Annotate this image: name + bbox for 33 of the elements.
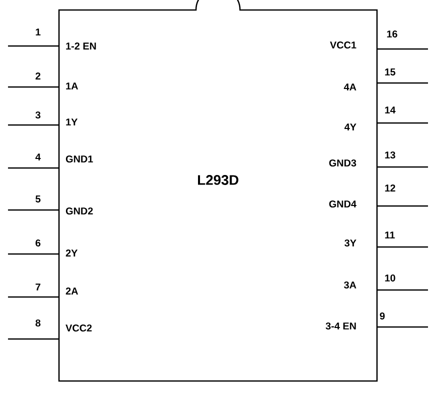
- pin-number: 1: [36, 28, 40, 36]
- pin-number: 8: [36, 319, 40, 327]
- pin-name: 1-2 EN: [66, 42, 96, 50]
- pin-name: 2A: [66, 288, 78, 294]
- pin-name: 1A: [66, 82, 78, 90]
- pin-name: 3-4 EN: [326, 322, 356, 330]
- pin-name: VCC2: [66, 324, 92, 332]
- pin-number: 12: [385, 184, 396, 192]
- pin-number: 10: [385, 274, 396, 282]
- pin-name: 4A: [344, 84, 356, 90]
- pin-name: VCC1: [330, 41, 356, 49]
- pin-number: 2: [36, 72, 40, 80]
- pin-name: GND3: [329, 159, 356, 167]
- pin-number: 4: [35, 154, 41, 160]
- pin-name: 1Y: [66, 118, 78, 126]
- pin-number: 14: [385, 106, 396, 114]
- pin-number: 13: [385, 151, 396, 159]
- pin-number: 11: [385, 232, 395, 238]
- pin-number: 3: [35, 111, 40, 119]
- pin-name: GND1: [66, 155, 93, 163]
- pin-name: GND2: [66, 207, 93, 215]
- pin-name: 2Y: [66, 250, 78, 256]
- pin-number: 5: [36, 196, 40, 202]
- pin-name: 3Y: [344, 239, 356, 247]
- pin-name: 4Y: [344, 124, 356, 130]
- pin-number: 6: [36, 239, 40, 247]
- pin-number: 16: [387, 30, 398, 38]
- pin-number: 7: [36, 284, 40, 290]
- pin-name: 3A: [344, 281, 356, 289]
- chip-label: L293D: [198, 175, 238, 185]
- pin-number: 15: [385, 68, 396, 76]
- pin-name: GND4: [329, 200, 356, 208]
- pin-number: 9: [380, 312, 385, 320]
